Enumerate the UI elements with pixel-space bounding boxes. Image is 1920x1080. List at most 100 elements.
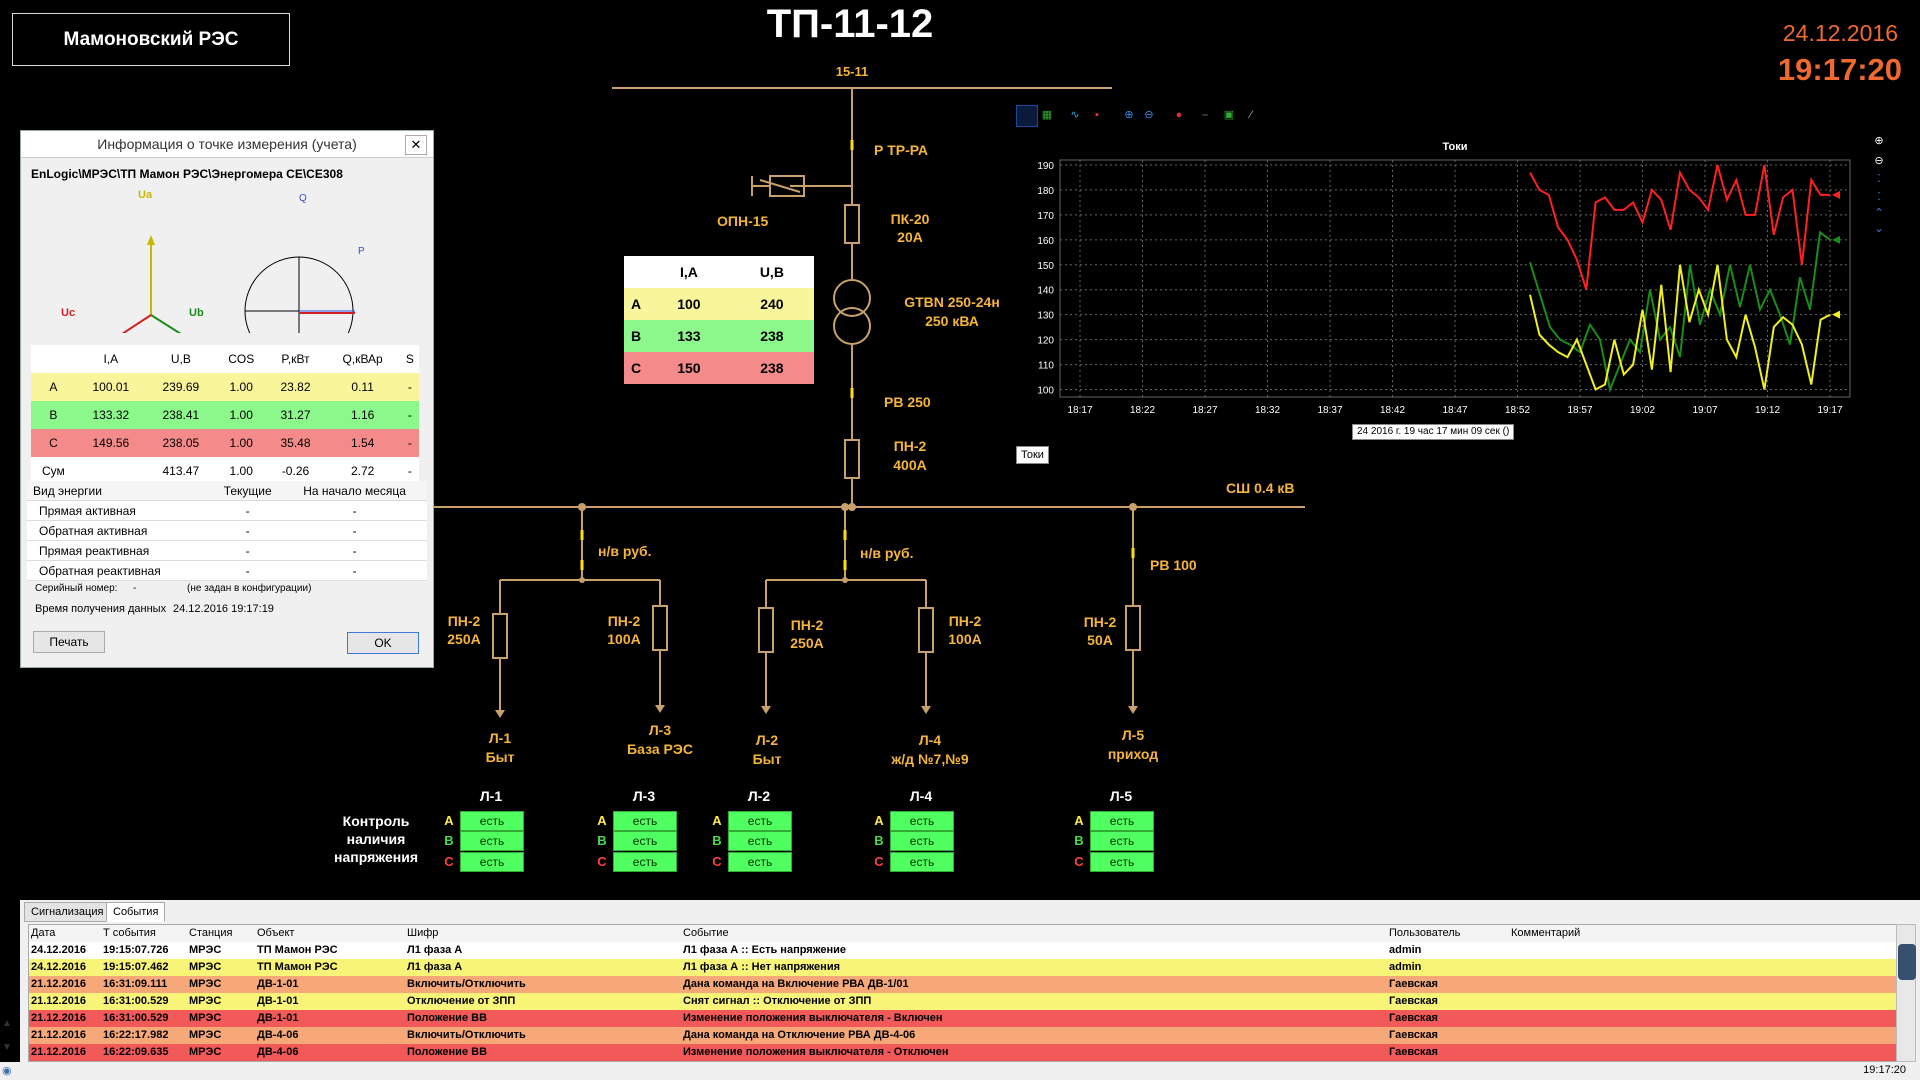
serial-label: Серийный номер: <box>35 583 118 594</box>
voltage-status-box[interactable]: есть <box>460 811 524 831</box>
voltage-status-box[interactable]: есть <box>460 852 524 872</box>
event-cell: Гаевская <box>1389 978 1438 990</box>
event-cell: Л1 фаза А :: Есть напряжение <box>683 944 847 956</box>
chart-select-tool[interactable] <box>1016 105 1038 127</box>
event-cell: 21.12.2016 <box>31 978 87 990</box>
x-tick-label: 18:17 <box>1067 405 1092 416</box>
side-tab[interactable] <box>1898 944 1916 980</box>
column-header[interactable]: Т события <box>103 927 156 939</box>
voltage-status-box[interactable]: есть <box>1090 811 1154 831</box>
column-header[interactable]: Пользователь <box>1389 927 1461 939</box>
legend-toki-button[interactable]: Токи <box>1016 446 1049 464</box>
control-group-title: Л-2 <box>747 788 771 804</box>
phase-label: C <box>712 854 722 869</box>
current-cell: 133 <box>677 328 701 344</box>
events-panel[interactable]: Сигнализация События Дата Т события Станци… <box>2 900 1920 1062</box>
scroll-left-icon[interactable]: ▲ <box>2 1018 12 1029</box>
voltage-status-box[interactable]: есть <box>728 811 792 831</box>
station-name[interactable]: Мамоновский РЭС <box>12 13 290 66</box>
zoom-in-right-icon[interactable]: ⊕ <box>1874 135 1884 147</box>
control-group-title: Л-1 <box>479 788 503 804</box>
fuse-3-name: ПН-2 <box>790 617 824 633</box>
pk-value: 20А <box>897 229 923 245</box>
pk-name: ПК-20 <box>890 211 930 227</box>
event-cell: МРЭС <box>189 978 222 990</box>
tab-events[interactable]: События <box>106 902 166 922</box>
phase-label: A <box>1074 813 1084 828</box>
dialog-title: Информация о точке измерения (учета) <box>21 131 433 158</box>
link-icon[interactable]: ⎯ <box>1202 109 1208 121</box>
settings-icon[interactable]: ⁄ <box>1250 109 1252 121</box>
measurement-info-dialog[interactable]: Информация о точке измерения (учета) ✕ E… <box>20 130 434 668</box>
y-tick-label: 190 <box>1037 161 1054 172</box>
column-header[interactable]: Событие <box>683 927 729 939</box>
excel-icon[interactable]: ▦ <box>1041 109 1053 121</box>
scroll-down-icon[interactable]: ⌄ <box>1874 223 1884 235</box>
line-2-name: Л-2 <box>755 732 779 748</box>
energy-table: Вид энергии Текущие На начало месяца Пря… <box>27 481 427 581</box>
uc-label: Uc <box>61 307 76 319</box>
table-row: B 133 238 <box>624 320 814 352</box>
voltage-status-box[interactable]: есть <box>613 852 677 872</box>
fit-icon[interactable]: ⁚ <box>1877 173 1881 185</box>
print-button[interactable]: Печать <box>33 631 105 653</box>
phase-label: A <box>597 813 607 828</box>
scroll-up-icon[interactable]: ⌃ <box>1874 207 1884 219</box>
column-header[interactable]: Шифр <box>407 927 439 939</box>
event-cell: 24.12.2016 <box>31 944 87 956</box>
voltage-status-box[interactable]: есть <box>613 811 677 831</box>
column-header[interactable]: Дата <box>31 927 56 939</box>
fuse-1-name: ПН-2 <box>447 613 481 629</box>
zoom-out-icon[interactable]: ⊖ <box>1144 109 1154 121</box>
control-title-line: наличия <box>346 831 406 847</box>
y-tick-label: 120 <box>1037 336 1054 347</box>
voltage-status-box[interactable]: есть <box>890 811 954 831</box>
voltage-status-box[interactable]: есть <box>728 831 792 851</box>
voltage-status-box[interactable]: есть <box>728 852 792 872</box>
marker-icon[interactable]: ● <box>1175 109 1183 121</box>
trend-icon[interactable]: ∿ <box>1070 109 1080 121</box>
phase-cell: C <box>630 360 642 376</box>
tab-signaling[interactable]: Сигнализация <box>24 902 111 922</box>
zoom-in-icon[interactable]: ⊕ <box>1124 109 1134 121</box>
x-tick-label: 19:17 <box>1817 405 1842 416</box>
col-header: S <box>405 352 414 366</box>
event-cell: Изменение положения выключателя - Отключ… <box>683 1046 949 1058</box>
serial-dash: - <box>133 583 137 594</box>
phase-label: B <box>1074 833 1084 848</box>
event-cell: ТП Мамон РЭС <box>257 961 338 973</box>
phase-measure-table[interactable]: I,A U,B A 100 240 B 133 238 C 150 238 <box>624 256 814 384</box>
eye-icon[interactable]: ◉ <box>2 1065 12 1077</box>
ok-button[interactable]: OK <box>347 632 419 654</box>
column-header[interactable]: Комментарий <box>1511 927 1581 939</box>
voltage-status-box[interactable]: есть <box>613 831 677 851</box>
voltage-status-box[interactable]: есть <box>460 831 524 851</box>
scroll-down-icon[interactable]: ▼ <box>2 1042 12 1053</box>
zoom-out-right-icon[interactable]: ⊖ <box>1874 155 1884 167</box>
transformer-value: 250 кВА <box>925 313 979 329</box>
control-group-title: Л-4 <box>909 788 933 804</box>
x-tick-label: 18:57 <box>1567 405 1592 416</box>
event-cell: ДВ-1-01 <box>257 1012 299 1024</box>
events-table[interactable]: Дата Т события Станция Объект Шифр Событие Пол… <box>28 924 1898 1062</box>
voltage-status-box[interactable]: есть <box>1090 831 1154 851</box>
close-icon[interactable]: ✕ <box>405 135 427 155</box>
export-icon[interactable]: ▣ <box>1223 109 1235 121</box>
pdf-icon[interactable]: ▪ <box>1095 109 1099 121</box>
voltage-status-box[interactable]: есть <box>890 831 954 851</box>
column-header[interactable]: Объект <box>257 927 295 939</box>
fit2-icon[interactable]: ⁚ <box>1877 191 1881 203</box>
column-header[interactable]: Станция <box>189 927 233 939</box>
ub-label: Ub <box>189 307 204 319</box>
voltage-status-box[interactable]: есть <box>1090 852 1154 872</box>
voltage-status-box[interactable]: есть <box>890 852 954 872</box>
